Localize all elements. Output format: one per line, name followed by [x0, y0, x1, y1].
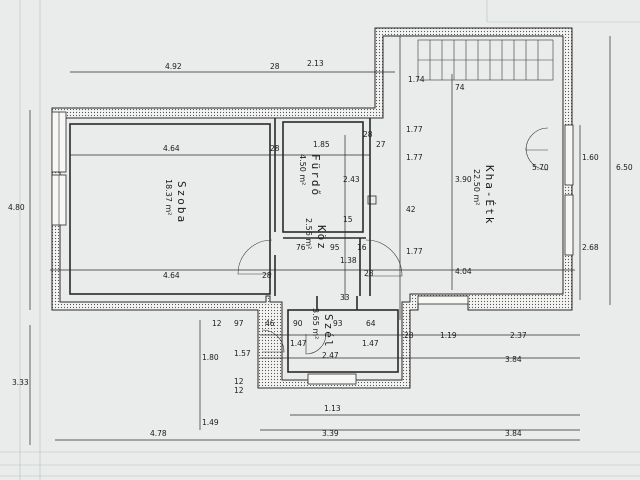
dim-right-650: 6.50	[616, 163, 633, 172]
dim-koz-138: 1.38	[340, 256, 357, 265]
dim-147b: 1.47	[362, 339, 379, 348]
dim-113: 1.13	[324, 404, 341, 413]
dim-28b: 28	[404, 331, 414, 340]
dim-left-333: 3.33	[12, 378, 29, 387]
dim-46: 46	[265, 319, 275, 328]
dim-right-268: 2.68	[582, 243, 599, 252]
dim-kha-42: 42	[406, 205, 416, 214]
room-name-szoba: Szoba	[175, 181, 188, 224]
dim-szoba-28b: 28	[262, 271, 272, 280]
dim-left-480: 4.80	[8, 203, 25, 212]
dim-12b: 12	[234, 377, 244, 386]
dim-93: 93	[333, 319, 343, 328]
dim-90: 90	[293, 319, 303, 328]
room-labels: Szoba 18.37 m² Fürdő 4.50 m² Köz 2.56 m²…	[164, 154, 496, 349]
dim-szoba-width: 4.64	[163, 144, 180, 153]
dim-64: 64	[366, 319, 376, 328]
room-area-szel: 3.65 m²	[311, 308, 320, 339]
dim-12: 12	[212, 319, 222, 328]
dim-furdo-width: 1.85	[313, 140, 330, 149]
room-area-furdo: 4.50 m²	[298, 154, 307, 185]
room-name-koz: Köz	[315, 225, 328, 251]
room-name-kha-etk: Kha-Étk	[483, 165, 496, 225]
dim-kha-width: 3.90	[455, 175, 472, 184]
dim-97: 97	[234, 319, 244, 328]
dim-stair-right: 1.74	[408, 75, 425, 84]
dim-szel-33: 33	[340, 293, 350, 302]
room-area-koz: 2.56 m²	[304, 218, 313, 249]
room-name-szel: Szél	[322, 314, 335, 349]
dim-384a: 3.84	[505, 355, 522, 364]
dim-top-28: 28	[270, 62, 280, 71]
dimension-labels: 4.92 28 2.13 1.74 74 4.64 28 1.85 28 27 …	[8, 59, 633, 438]
dim-kha-177b: 1.77	[406, 153, 423, 162]
dim-koz-76: 76	[296, 243, 306, 252]
dim-wall-27: 27	[376, 140, 386, 149]
dim-bottom-384: 3.84	[505, 429, 522, 438]
dim-szoba-width-b: 4.64	[163, 271, 180, 280]
dim-157: 1.57	[234, 349, 251, 358]
dim-koz-16: 16	[357, 243, 367, 252]
dim-top-mid: 2.13	[307, 59, 324, 68]
dim-180: 1.80	[202, 353, 219, 362]
dim-kha-177a: 1.77	[406, 125, 423, 134]
dim-119: 1.19	[440, 331, 457, 340]
dim-top-left: 4.92	[165, 62, 182, 71]
door-swings	[237, 127, 549, 355]
room-area-kha-etk: 22.50 m²	[472, 169, 481, 205]
dim-kha-177c: 1.77	[406, 247, 423, 256]
inner-walls	[69, 118, 399, 373]
dimension-lines	[29, 36, 611, 445]
dim-147a: 1.47	[290, 339, 307, 348]
room-area-szoba: 18.37 m²	[164, 179, 173, 215]
dim-right-160: 1.60	[582, 153, 599, 162]
outer-walls	[51, 27, 574, 389]
dim-237: 2.37	[510, 331, 527, 340]
dim-szoba-28: 28	[270, 144, 280, 153]
dim-door-570: 5.70	[532, 163, 549, 172]
dim-koz-28: 28	[364, 269, 374, 278]
room-name-furdo: Fürdő	[309, 154, 322, 197]
dim-furdo-28: 28	[363, 130, 373, 139]
dim-149: 1.49	[202, 418, 219, 427]
dim-bottom-339: 3.39	[322, 429, 339, 438]
dim-stair-74: 74	[455, 83, 465, 92]
dim-koz-95: 95	[330, 243, 340, 252]
dim-furdo-height: 2.43	[343, 175, 360, 184]
staircase	[367, 39, 554, 205]
dim-bottom-478: 4.78	[150, 429, 167, 438]
dim-wall-15: 15	[343, 215, 353, 224]
dim-kha-404: 4.04	[455, 267, 472, 276]
dim-12c: 12	[234, 386, 244, 395]
dim-247: 2.47	[322, 351, 339, 360]
